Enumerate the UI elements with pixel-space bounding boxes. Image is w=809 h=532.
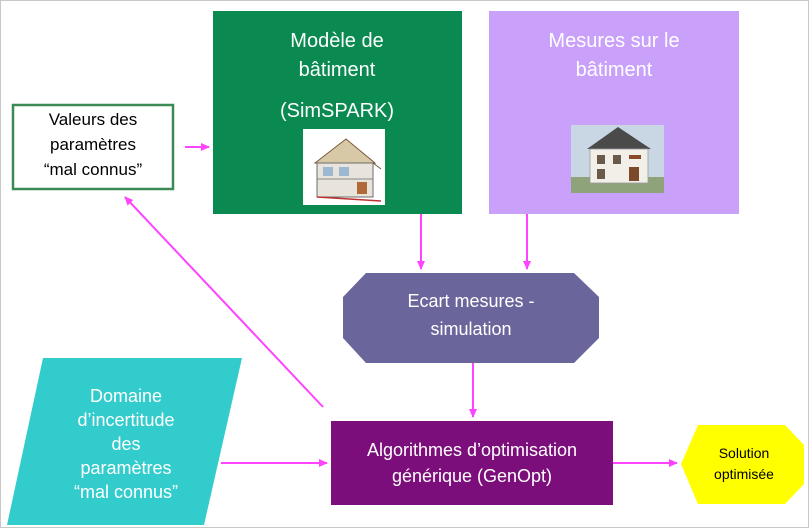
house-cutaway-image [303,129,385,205]
house-photo-image [571,125,664,193]
params-box [11,103,175,191]
model-box-line3: (SimSPARK) [280,100,394,122]
domain-box-line4: paramètres [80,458,171,478]
ecart-box-line1: Ecart mesures - [407,291,534,311]
ecart-box [343,273,599,363]
model-box-line2: bâtiment [299,59,376,81]
domain-box-line2: d’incertitude [77,410,174,430]
domain-box-line1: Domaine [90,386,162,406]
domain-box [7,358,242,525]
measures-box-line2: bâtiment [576,59,653,81]
algo-box [331,421,613,505]
domain-box-line5: “mal connus” [74,482,178,502]
algo-box-line1: Algorithmes d’optimisation [367,440,577,460]
params-box-line2: paramètres [50,135,136,154]
solution-box-line2: optimisée [714,466,774,482]
domain-box-line3: des [111,434,140,454]
algo-box-line2: générique (GenOpt) [392,466,552,486]
ecart-box-line2: simulation [430,319,511,339]
params-box-line3: “mal connus” [44,160,143,179]
arrow-algo-to-params [124,196,324,408]
params-box-line1: Valeurs des [49,110,138,129]
measures-box-line1: Mesures sur le [548,30,679,52]
solution-box-line1: Solution [719,445,770,461]
solution-box [681,425,804,504]
model-box-line1: Modèle de [290,30,383,52]
